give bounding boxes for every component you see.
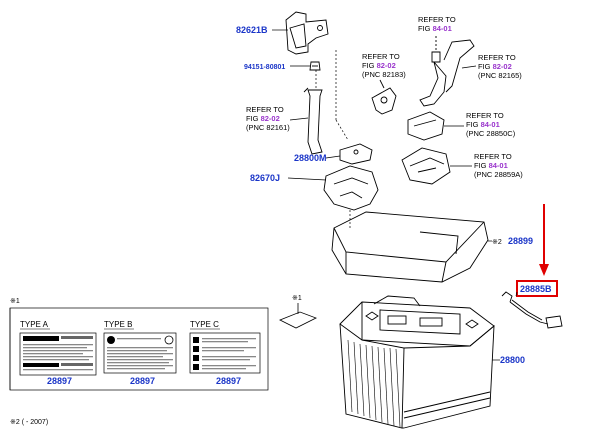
- type-a-title: TYPE A: [20, 320, 49, 329]
- label-28800[interactable]: 28800: [500, 355, 525, 365]
- svg-text:REFER TO: REFER TO: [362, 52, 400, 61]
- highlight-arrow: [539, 204, 549, 276]
- terminal-28850c: [407, 111, 464, 141]
- type-c-title: TYPE C: [190, 320, 219, 329]
- type-b-title: TYPE B: [104, 320, 132, 329]
- fusible-link-82183: [371, 79, 397, 115]
- label-28800m[interactable]: 28800M: [294, 153, 327, 163]
- bracket-82621b[interactable]: [285, 11, 329, 55]
- label-94151-80801[interactable]: 94151-80801: [244, 64, 285, 71]
- cover-82670j[interactable]: [323, 165, 379, 211]
- ref-r2[interactable]: REFER TO FIG 82-02 (PNC 82165): [478, 53, 522, 80]
- clamp-28800m[interactable]: [339, 143, 373, 165]
- label-28897-a[interactable]: 28897: [47, 376, 72, 386]
- cable-28885b[interactable]: [501, 291, 563, 329]
- svg-text:(PNC 28859A): (PNC 28859A): [474, 170, 523, 179]
- label-28885b[interactable]: 28885B: [520, 284, 552, 294]
- mark1-box: ※1: [10, 298, 20, 305]
- svg-text:FIG 84-01: FIG 84-01: [418, 24, 452, 33]
- hold-down-rod: [303, 87, 323, 155]
- terminal-28859a: [401, 147, 472, 185]
- svg-text:FIG 82-02: FIG 82-02: [362, 61, 396, 70]
- ref-r6[interactable]: REFER TO FIG 84-01 (PNC 28859A): [474, 152, 523, 179]
- label-82670j[interactable]: 82670J: [250, 173, 280, 183]
- ref-r5[interactable]: REFER TO FIG 84-01 (PNC 28850C): [466, 111, 516, 138]
- svg-text:FIG 84-01: FIG 84-01: [474, 161, 508, 170]
- caution-label-type-c[interactable]: [189, 332, 261, 374]
- battery-28800[interactable]: [339, 295, 495, 429]
- svg-text:FIG 82-02: FIG 82-02: [246, 114, 280, 123]
- sticker-small: [279, 303, 317, 329]
- footnote: ※2 ( - 2007): [10, 419, 48, 426]
- label-82621b[interactable]: 82621B: [236, 25, 268, 35]
- ref-r4[interactable]: REFER TO FIG 82-02 (PNC 82161): [246, 105, 290, 132]
- bolt-94151-80801[interactable]: [309, 61, 321, 71]
- label-28897-c[interactable]: 28897: [216, 376, 241, 386]
- highlight-box: [516, 280, 558, 297]
- svg-text:REFER TO: REFER TO: [466, 111, 504, 120]
- svg-text:FIG 84-01: FIG 84-01: [466, 120, 500, 129]
- label-28897-b[interactable]: 28897: [130, 376, 155, 386]
- caution-label-type-b[interactable]: [103, 332, 177, 374]
- svg-text:(PNC 82165): (PNC 82165): [478, 71, 522, 80]
- svg-text:FIG 82-02: FIG 82-02: [478, 62, 512, 71]
- label-28899[interactable]: 28899: [508, 236, 533, 246]
- caution-label-type-a[interactable]: [19, 332, 97, 376]
- ref-r1[interactable]: REFER TO FIG 84-01: [418, 15, 456, 33]
- svg-text:(PNC 82161): (PNC 82161): [246, 123, 290, 132]
- ref-r3[interactable]: REFER TO FIG 82-02 (PNC 82183): [362, 52, 406, 79]
- svg-text:REFER TO: REFER TO: [474, 152, 512, 161]
- svg-text:(PNC 28850C): (PNC 28850C): [466, 129, 516, 138]
- terminal-clamp-top: [419, 36, 475, 107]
- svg-text:REFER TO: REFER TO: [246, 105, 284, 114]
- svg-text:(PNC 82183): (PNC 82183): [362, 70, 406, 79]
- mark1-small: ※1: [292, 295, 302, 302]
- svg-text:REFER TO: REFER TO: [418, 15, 456, 24]
- mark2-inline: ※2: [492, 239, 502, 246]
- battery-insulator-28899[interactable]: [331, 211, 489, 283]
- svg-text:REFER TO: REFER TO: [478, 53, 516, 62]
